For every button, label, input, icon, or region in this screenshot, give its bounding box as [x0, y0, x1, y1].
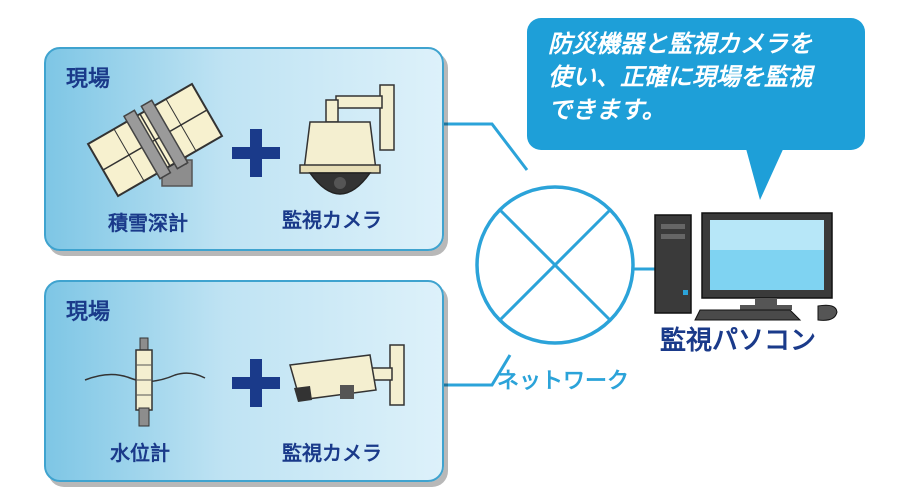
- dome-camera-icon: [299, 84, 395, 195]
- water-level-gauge-icon: [84, 337, 206, 427]
- plus-icon: [232, 129, 280, 177]
- network-line-bottom: [443, 354, 512, 387]
- bubble-message: 防災機器と監視カメラを 使い、正確に現場を監視 できます。: [548, 28, 848, 127]
- speech-bubble: [527, 18, 865, 200]
- network-label: ネットワーク: [497, 369, 630, 394]
- desktop-pc-icon: [654, 212, 838, 321]
- bullet-camera-icon: [289, 344, 405, 406]
- device-label-snow-gauge: 積雪深計: [108, 211, 188, 235]
- snow-depth-gauge-icon: [86, 82, 224, 198]
- pc-label: 監視パソコン: [660, 326, 817, 356]
- device-label-camera-top: 監視カメラ: [282, 208, 382, 232]
- bubble-line: 防災機器と監視カメラを: [548, 30, 812, 58]
- plus-icon: [232, 359, 280, 407]
- site-title: 現場: [66, 67, 111, 92]
- site-title: 現場: [66, 300, 111, 325]
- device-label-camera-bottom: 監視カメラ: [282, 441, 382, 465]
- network-line-top: [443, 122, 529, 171]
- device-label-water-gauge: 水位計: [110, 441, 170, 465]
- bubble-line: 使い、正確に現場を監視: [548, 63, 812, 91]
- network-cross-circle-icon: [475, 185, 635, 345]
- bubble-line: できます。: [548, 96, 666, 124]
